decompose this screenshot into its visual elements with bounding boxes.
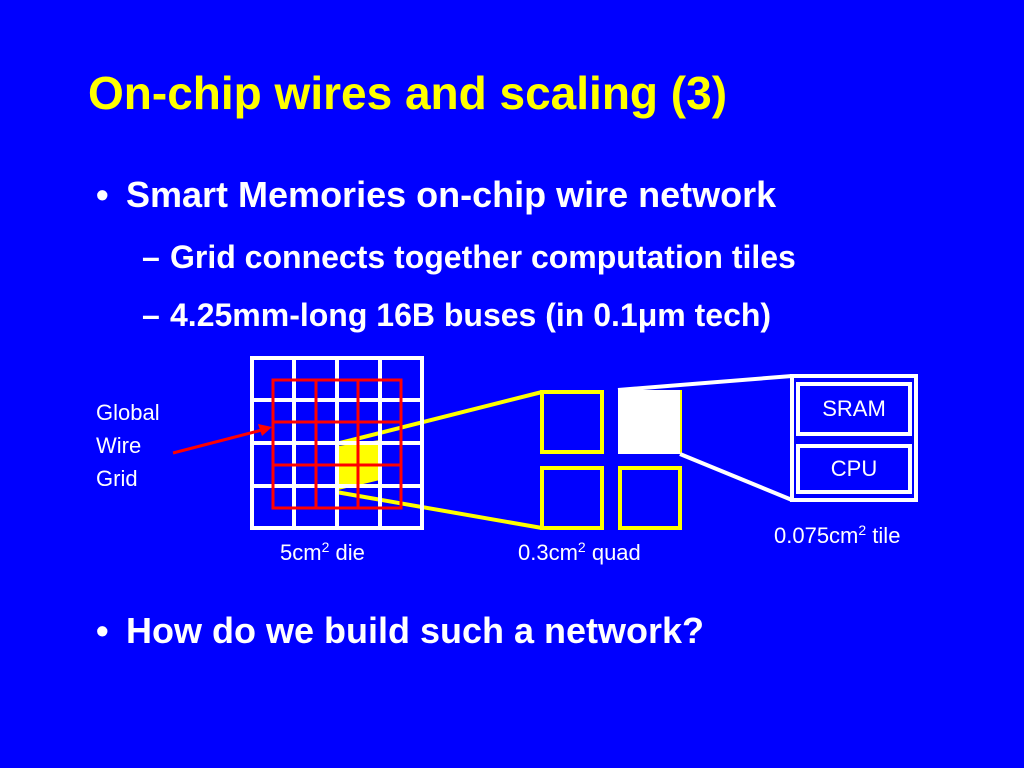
cpu-label: CPU: [830, 456, 878, 481]
bullet-how-build: • How do we build such a network?: [96, 610, 704, 652]
bullet-mark: •: [96, 610, 109, 651]
label-line: Wire: [96, 433, 142, 458]
quad-label-sup: 2: [577, 539, 586, 555]
tile-zoom-line-bottom: [679, 452, 793, 502]
tile-label-text: 0.075cm: [774, 523, 859, 548]
tile-label-sup: 2: [858, 522, 867, 538]
bullet-mark: •: [96, 174, 109, 215]
sram-box: [796, 382, 912, 436]
subbullet-text-pre: 4.25mm-long 16B buses (in 0.1: [170, 297, 638, 333]
die-label-suffix: die: [329, 540, 365, 565]
mu-symbol: μ: [637, 297, 658, 333]
subbullet-text: Grid connects together computation tiles: [170, 239, 796, 275]
global-wire-grid: [271, 378, 403, 510]
bullet-text: How do we build such a network?: [126, 610, 705, 651]
cpu-box: [796, 444, 912, 494]
dash-mark: –: [142, 297, 160, 333]
bullet-smart-memories: • Smart Memories on-chip wire network: [96, 174, 776, 216]
arrow-line: [172, 428, 263, 455]
label-line: Grid: [96, 466, 138, 491]
subbullet-grid: –Grid connects together computation tile…: [142, 239, 796, 276]
die-label: 5cm2 die: [280, 540, 365, 566]
zoom-line-bottom: [335, 490, 543, 530]
zoom-line-top: [335, 390, 543, 446]
dash-mark: –: [142, 239, 160, 275]
quad-label-text: 0.3cm: [518, 540, 578, 565]
die-white-grid: [250, 356, 424, 530]
global-wire-grid-label: Global Wire Grid: [96, 396, 160, 495]
subbullet-buses: –4.25mm-long 16B buses (in 0.1μm tech): [142, 297, 771, 334]
bullet-text: Smart Memories on-chip wire network: [126, 174, 777, 215]
arrow-head: [258, 424, 272, 436]
subbullet-text-post: m tech): [657, 297, 772, 333]
quad-label: 0.3cm2 quad: [518, 540, 641, 566]
tile-label: 0.075cm2 tile: [774, 523, 900, 549]
tile-zoom-line-top: [617, 374, 793, 392]
die-label-sup: 2: [321, 539, 330, 555]
label-line: Global: [96, 400, 160, 425]
tile-label-suffix: tile: [866, 523, 901, 548]
die-label-text: 5cm: [280, 540, 322, 565]
tile-frame: [790, 374, 918, 502]
sram-label: SRAM: [822, 396, 886, 421]
quad-selected-tile: [618, 390, 680, 454]
quad-label-suffix: quad: [585, 540, 641, 565]
slide-title: On-chip wires and scaling (3): [88, 67, 728, 119]
